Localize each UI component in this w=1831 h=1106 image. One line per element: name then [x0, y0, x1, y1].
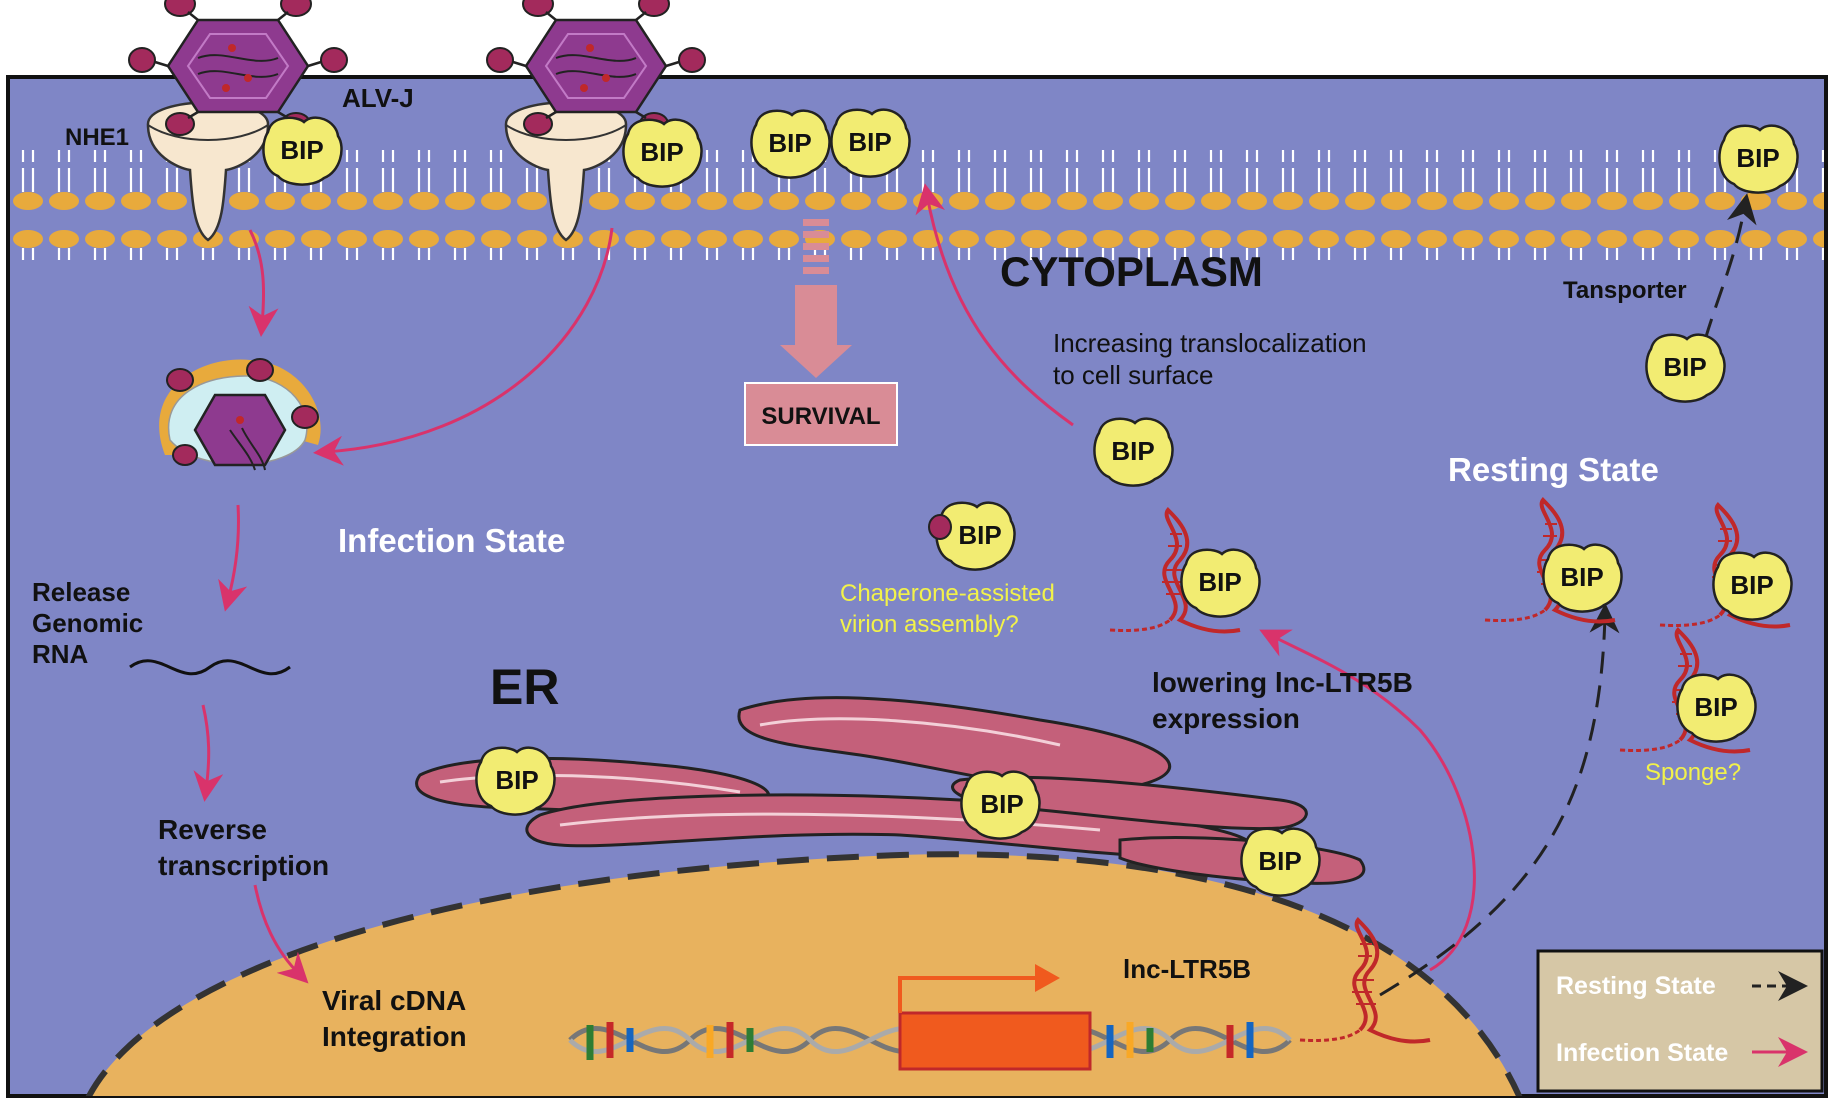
legend: Resting State Infection State: [1536, 949, 1824, 1093]
er-label: ER: [490, 659, 559, 715]
svg-text:BIP: BIP: [495, 765, 538, 795]
bip-transport: BIP: [1645, 333, 1726, 403]
genomic-rna: [129, 659, 291, 676]
bip-membrane-2: BIP: [622, 118, 703, 188]
legend-infection-label: Infection State: [1556, 1039, 1728, 1067]
svg-text:BIP: BIP: [980, 789, 1023, 819]
svg-text:BIP: BIP: [1198, 567, 1241, 597]
release-line-2: Genomic: [32, 608, 143, 638]
bip-translocating: BIP: [1093, 417, 1174, 487]
lnc-ltr5b-gene-box: [898, 1011, 1092, 1071]
svg-text:BIP: BIP: [958, 520, 1001, 550]
nhe1-label: NHE1: [65, 124, 129, 151]
bip-membrane-3: BIP: [750, 109, 831, 179]
bip-resting-3: BIP: [1676, 673, 1757, 743]
survival-label: SURVIVAL: [761, 403, 880, 430]
translocalization-line-1: Increasing translocalization: [1053, 328, 1367, 358]
bip-er-3: BIP: [1240, 827, 1321, 897]
bip-membrane-4: BIP: [830, 108, 911, 178]
svg-text:BIP: BIP: [1111, 436, 1154, 466]
bip-chaperone: BIP: [928, 501, 1016, 571]
bip-lnc-complex-1: BIP: [1180, 548, 1261, 618]
integration-line-2: Integration: [322, 1021, 467, 1052]
sponge-label: Sponge?: [1645, 759, 1741, 786]
bip-er-2: BIP: [960, 770, 1041, 840]
infection-state-label: Infection State: [338, 522, 565, 559]
release-line-1: Release: [32, 577, 130, 607]
bip-membrane-1: BIP: [262, 116, 343, 186]
resting-arrows: [1379, 193, 1757, 997]
svg-text:BIP: BIP: [1730, 570, 1773, 600]
svg-text:BIP: BIP: [1663, 352, 1706, 382]
lnc-ltr5b-label: lnc-LTR5B: [1123, 954, 1251, 984]
cytoplasm-label: CYTOPLASM: [1000, 248, 1263, 295]
legend-box: [1536, 949, 1824, 1093]
release-line-3: RNA: [32, 639, 89, 669]
svg-text:BIP: BIP: [640, 137, 683, 167]
svg-text:BIP: BIP: [768, 128, 811, 158]
infection-arrows: [193, 183, 1476, 984]
svg-text:BIP: BIP: [1258, 846, 1301, 876]
svg-text:BIP: BIP: [1694, 692, 1737, 722]
svg-text:BIP: BIP: [280, 135, 323, 165]
chaperone-line-1: Chaperone-assisted: [840, 580, 1055, 607]
promoter-arrowhead: [1035, 964, 1060, 992]
promoter-arrow: [898, 976, 1050, 1013]
alvj-label: ALV-J: [342, 83, 414, 113]
legend-resting-label: Resting State: [1556, 972, 1716, 1000]
svg-text:BIP: BIP: [1560, 562, 1603, 592]
nuclear-envelope: [85, 851, 1523, 1096]
lowering-line-2: expression: [1152, 703, 1300, 734]
translocalization-line-2: to cell surface: [1053, 360, 1213, 390]
svg-text:BIP: BIP: [848, 127, 891, 157]
bip-er-1: BIP: [475, 746, 556, 816]
survival-box: [744, 382, 898, 446]
survival-signal: [780, 219, 852, 378]
integration-line-1: Viral cDNA: [322, 985, 466, 1016]
bip-resting-2: BIP: [1712, 551, 1793, 621]
chaperone-line-2: virion assembly?: [840, 611, 1019, 638]
transporter-label: Tansporter: [1563, 277, 1687, 304]
endosome: [159, 358, 321, 471]
reverse-transcription-line-1: Reverse: [158, 814, 267, 845]
lowering-line-1: lowering lnc-LTR5B: [1152, 667, 1413, 698]
bip-resting-1: BIP: [1542, 543, 1623, 613]
resting-state-label: Resting State: [1448, 451, 1659, 488]
bip-membrane-5: BIP: [1718, 124, 1799, 194]
reverse-transcription-line-2: transcription: [158, 850, 329, 881]
svg-text:BIP: BIP: [1736, 143, 1779, 173]
